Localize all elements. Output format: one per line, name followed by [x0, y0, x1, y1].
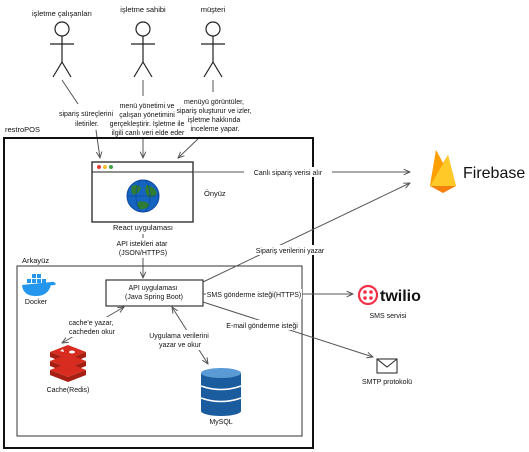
redis-label: Cache(Redis) [47, 387, 90, 394]
redis-icon [50, 345, 86, 382]
frontend-section-label: Önyüz [204, 189, 226, 198]
api-request-note: API istekleri atar (JSON/HTTPS) [117, 241, 170, 257]
email-request-label-bg [226, 320, 298, 330]
write-order-label-bg [250, 245, 332, 255]
write-order-label: Sipariş verilerini yazar [256, 248, 325, 255]
write-order-arrow [202, 183, 410, 283]
live-order-label: Canlı sipariş verisi alır [254, 170, 323, 177]
backend-section-label: Arkayüz [22, 256, 49, 265]
docker-label: Docker [25, 299, 48, 306]
actor-owner-label: işletme sahibi [120, 5, 166, 14]
mail-icon [376, 358, 398, 374]
react-app-label: React uygulaması [113, 223, 173, 232]
sms-request-label-bg [206, 289, 302, 299]
globe-icon [126, 179, 160, 213]
cache-note: cache'e yazar, cacheden okur [69, 320, 116, 336]
twilio-label: twilio [380, 288, 421, 305]
email-request-label: E-mail gönderme isteği [226, 323, 298, 330]
db-note-bg [148, 330, 212, 350]
firebase-icon [430, 150, 456, 193]
actor-customer: müşteri [201, 5, 226, 78]
firebase-label: Firebase [463, 165, 525, 182]
actor-owner: işletme sahibi [120, 5, 166, 78]
api-app-label: API uygulaması (Java Spring Boot) [125, 285, 183, 301]
db-note: Uygulama verilerini yazar ve okur [149, 333, 210, 349]
twilio-icon [357, 284, 379, 306]
staff-note: sipariş süreçlerini iletiriler. [59, 111, 115, 128]
docker-icon [22, 274, 56, 296]
customer-arrow [178, 80, 214, 158]
backend-boundary [16, 265, 303, 437]
staff-arrow [61, 79, 100, 158]
actor-staff: işletme çalışanları [32, 9, 92, 78]
system-label: restroPOS [5, 125, 40, 134]
cache-note-bg [66, 317, 118, 337]
customer-note: menüyü görüntüler, sipariş oluşturur ve … [176, 99, 253, 133]
api-request-note-bg [115, 238, 173, 258]
system-boundary [3, 137, 314, 449]
actor-customer-label: müşteri [201, 5, 226, 14]
mysql-icon [200, 368, 242, 416]
smtp-label: SMTP protokolü [362, 379, 412, 386]
api-app-box [105, 279, 204, 307]
sms-request-label: SMS gönderme isteği(HTTPS) [207, 292, 302, 299]
sms-service-label: SMS servisi [370, 313, 407, 320]
live-order-label-bg [244, 167, 332, 177]
actor-staff-label: işletme çalışanları [32, 9, 92, 18]
mysql-label: MySQL [209, 419, 232, 426]
owner-note: menü yönetimi ve çalışan yönetimini gerç… [110, 103, 187, 137]
